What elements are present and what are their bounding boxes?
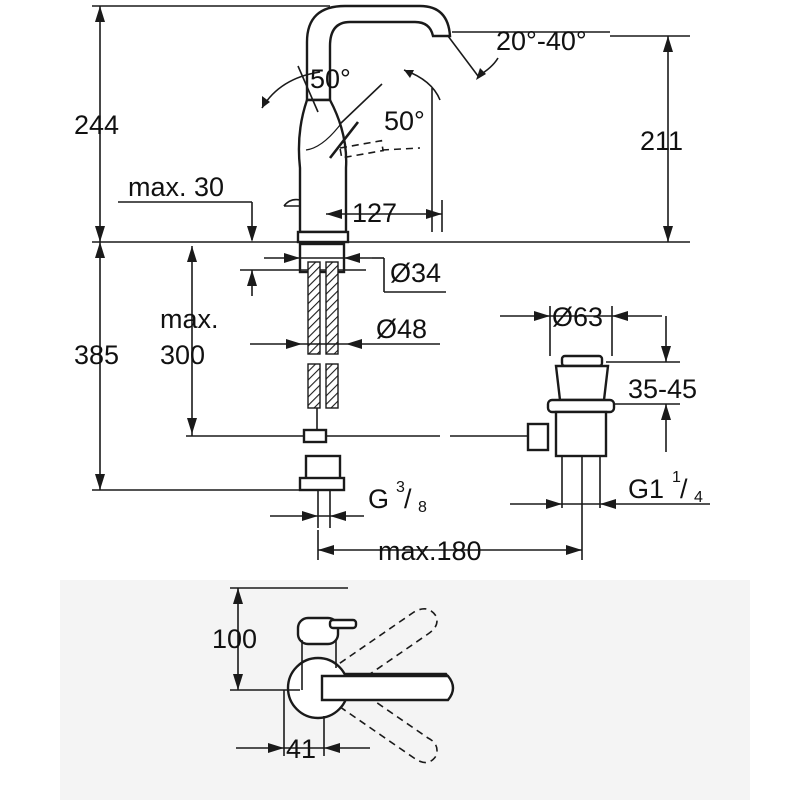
arrow-head xyxy=(187,246,197,262)
arrow-head xyxy=(326,209,342,219)
spout-plan xyxy=(296,616,340,646)
arrow-head xyxy=(262,96,270,108)
arrow-head xyxy=(612,311,628,321)
arrow-head xyxy=(187,418,197,434)
arrow-head xyxy=(663,36,673,52)
lever-plan-position-down xyxy=(329,679,438,764)
label-g38-num: 3 xyxy=(396,479,405,496)
valve-connector xyxy=(304,454,342,482)
arrow-head xyxy=(476,68,486,80)
spout-angle-leader xyxy=(447,35,479,77)
plan-view xyxy=(230,587,455,764)
label-max180: max.180 xyxy=(378,536,482,566)
rod-connector xyxy=(526,422,550,452)
popup-plan xyxy=(328,618,358,630)
label-g114-slash: / xyxy=(680,474,688,504)
arrow-head xyxy=(324,743,340,753)
label-max300-line1: max. xyxy=(160,304,219,334)
arrow-head xyxy=(233,588,243,604)
label-lever-angle-left: 50° xyxy=(310,64,351,94)
popup-knob xyxy=(283,198,301,207)
arrow-head xyxy=(344,253,360,263)
label-d63: Ø63 xyxy=(552,302,603,332)
label-lever-angle-right: 50° xyxy=(384,106,425,136)
arrow-head xyxy=(95,474,105,490)
label-d48: Ø48 xyxy=(376,314,427,344)
arrow-head xyxy=(600,499,616,509)
label-g114-num: 1 xyxy=(672,469,681,486)
below-deck-assembly xyxy=(92,242,583,560)
hose-left-lower xyxy=(307,363,321,409)
label-max300-line2: 300 xyxy=(160,340,205,370)
arrow-head xyxy=(233,674,243,690)
waste-nut xyxy=(546,398,616,414)
label-127: 127 xyxy=(352,198,397,228)
waste-assembly xyxy=(500,306,710,509)
label-385: 385 xyxy=(74,340,119,370)
spout xyxy=(305,4,452,102)
arrow-head xyxy=(426,209,442,219)
label-244: 244 xyxy=(74,110,119,140)
waste-body xyxy=(554,364,610,402)
rod-clip xyxy=(302,428,328,444)
arrow-head xyxy=(247,226,257,242)
arrow-head xyxy=(661,346,671,362)
label-41: 41 xyxy=(286,734,316,764)
waste-plug xyxy=(560,354,604,368)
arrow-head xyxy=(404,70,414,78)
arrow-head xyxy=(663,226,673,242)
lever-open-position xyxy=(339,139,385,159)
hose-left xyxy=(307,261,321,355)
arrow-head xyxy=(330,511,346,521)
arrow-head xyxy=(95,242,105,258)
label-211: 211 xyxy=(640,126,683,156)
lever-angle-ray-2 xyxy=(339,83,383,125)
label-g38-slash: / xyxy=(404,484,412,514)
hose-right xyxy=(325,261,339,355)
lever xyxy=(328,121,360,159)
lever-plan-position-up xyxy=(329,608,438,693)
arrow-head xyxy=(95,226,105,242)
label-g38-den: 8 xyxy=(418,499,427,516)
label-g38-main: G xyxy=(368,484,389,514)
valve-base xyxy=(298,476,346,492)
body-seam xyxy=(305,124,341,151)
label-g114-den: 4 xyxy=(694,489,703,506)
arrow-head xyxy=(268,743,284,753)
lever-plan-over xyxy=(320,674,455,702)
label-g114-main: G1 xyxy=(628,474,664,504)
base-collar xyxy=(296,230,350,244)
label-spout-angle: 20°-40° xyxy=(496,26,587,56)
lever-travel-line xyxy=(381,147,421,151)
arrow-head xyxy=(95,6,105,22)
arrow-head xyxy=(318,545,334,555)
arrow-head xyxy=(534,311,550,321)
label-max30: max. 30 xyxy=(128,172,224,202)
faucet-elevation xyxy=(92,4,690,296)
arrow-head xyxy=(284,253,300,263)
arrow-head xyxy=(302,511,318,521)
hose-right-lower xyxy=(325,363,339,409)
arrow-head xyxy=(566,545,582,555)
label-d34: Ø34 xyxy=(390,258,441,288)
arrow-head xyxy=(286,339,302,349)
arrow-head xyxy=(546,499,562,509)
label-35-45: 35-45 xyxy=(628,374,697,404)
label-100: 100 xyxy=(212,624,257,654)
waste-tube xyxy=(554,410,608,458)
arrow-head xyxy=(346,339,362,349)
lever-angle-ray xyxy=(297,65,319,113)
arrow-head xyxy=(247,270,257,286)
arrow-head xyxy=(661,404,671,420)
